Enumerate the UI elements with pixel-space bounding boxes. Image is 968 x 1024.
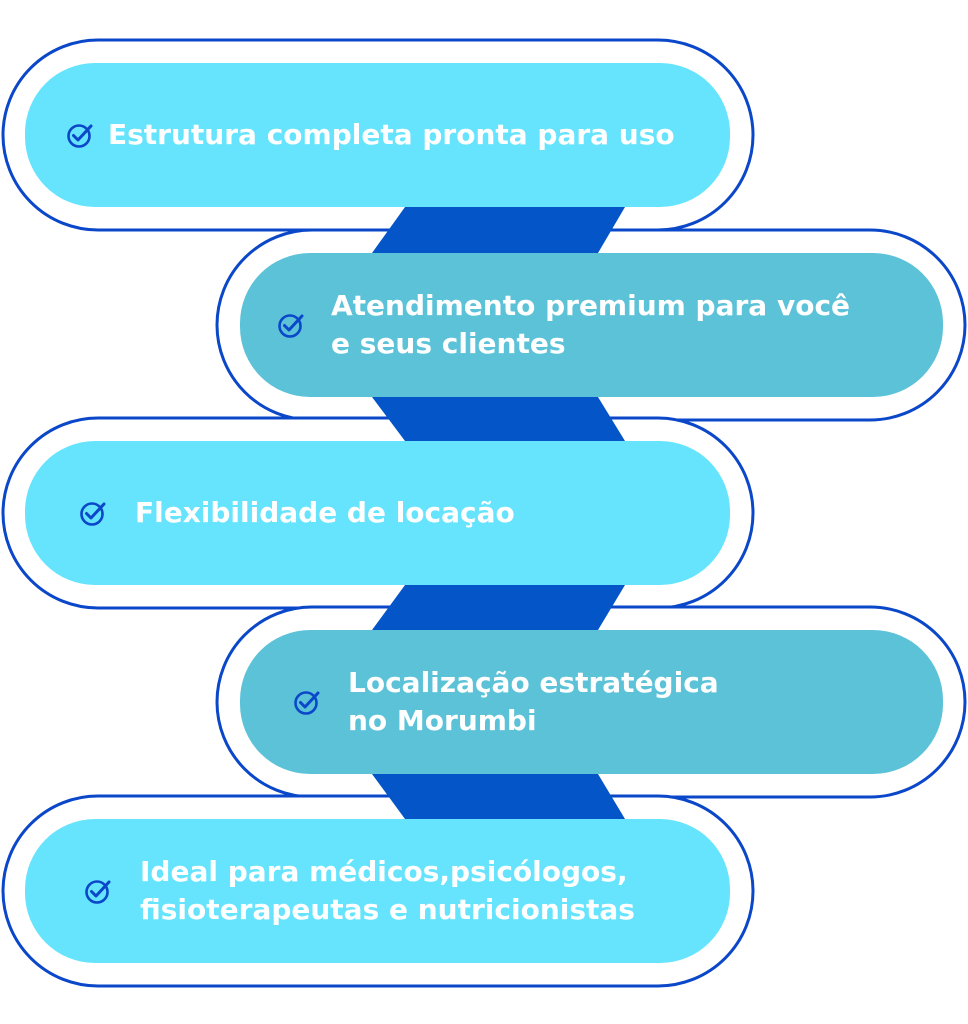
check-circle-icon [80,502,106,526]
benefit-pill-3: Flexibilidade de locação [25,441,730,585]
benefit-text-4: Localização estratégica no Morumbi [348,664,719,740]
benefit-pill-5: Ideal para médicos,psicólogos, fisiotera… [25,819,730,963]
connector-2-3 [372,397,625,441]
benefit-pill-1: Estrutura completa pronta para uso [25,63,730,207]
check-circle-icon [67,124,93,148]
connector-3-4 [372,585,625,630]
connector-1-2 [372,207,625,253]
benefit-label-line: no Morumbi [348,704,537,737]
benefit-label-line: Ideal para médicos,psicólogos, [140,855,628,888]
benefit-label-line: e seus clientes [331,327,566,360]
benefit-text-1: Estrutura completa pronta para uso [108,116,675,154]
benefit-label-line: fisioterapeutas e nutricionistas [140,893,635,926]
benefit-text-2: Atendimento premium para você e seus cli… [331,287,850,363]
connector-4-5 [372,774,625,819]
benefit-label-line: Atendimento premium para você [331,289,851,322]
benefit-text-3: Flexibilidade de locação [135,494,515,532]
benefit-label-line: Localização estratégica [348,666,719,699]
benefit-text-5: Ideal para médicos,psicólogos, fisiotera… [140,853,635,929]
check-circle-icon [294,691,320,715]
check-circle-icon [278,314,304,338]
benefit-pill-2: Atendimento premium para você e seus cli… [240,253,943,397]
benefit-label-line: Estrutura completa pronta para uso [108,118,675,151]
check-circle-icon [85,880,111,904]
benefit-label-line: Flexibilidade de locação [135,496,515,529]
benefit-pill-4: Localização estratégica no Morumbi [240,630,943,774]
